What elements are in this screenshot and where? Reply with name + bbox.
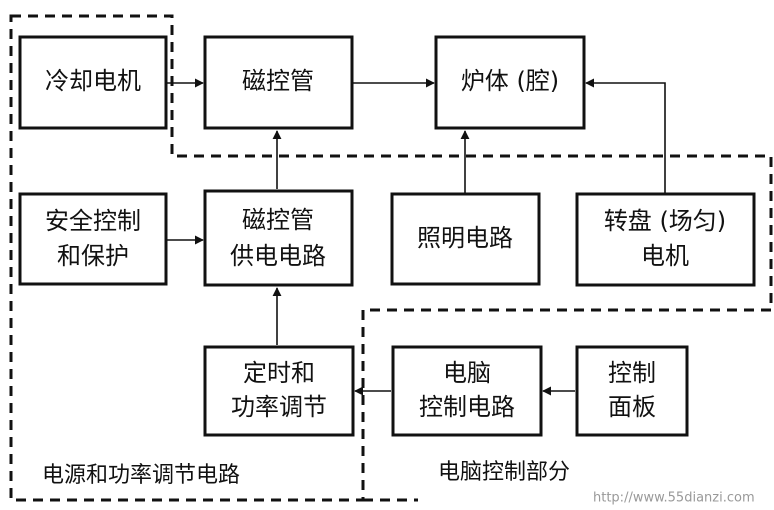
- block-cooling-motor: 冷却电机: [18, 35, 168, 130]
- block-turntable-motor-label-line2: 电机: [641, 242, 689, 270]
- block-computer-control-label-line2: 控制电路: [419, 393, 515, 421]
- block-control-panel: 控制 面板: [575, 345, 689, 437]
- block-magnetron-label: 磁控管: [242, 67, 314, 95]
- block-computer-control-label-line1: 电脑: [443, 359, 491, 387]
- block-oven-cavity-label: 炉体 (腔): [461, 67, 559, 95]
- computer-section-boundary: [361, 310, 418, 502]
- block-lighting: 照明电路: [390, 192, 541, 286]
- block-magnetron-power: 磁控管 供电电路: [203, 189, 354, 287]
- block-timer-power: 定时和 功率调节: [203, 345, 355, 437]
- block-turntable-motor: 转盘 (场匀) 电机: [575, 192, 756, 287]
- power-section-label: 电源和功率调节电路: [42, 463, 240, 488]
- block-safety-label-line1: 安全控制: [45, 207, 141, 235]
- block-turntable-motor-label-line1: 转盘 (场匀): [604, 207, 726, 235]
- block-lighting-label: 照明电路: [417, 224, 513, 252]
- block-magnetron: 磁控管: [203, 35, 354, 130]
- block-timer-power-label-line2: 功率调节: [231, 393, 327, 421]
- block-magnetron-power-label-line1: 磁控管: [242, 206, 314, 234]
- computer-section-label: 电脑控制部分: [438, 460, 570, 485]
- power-section-boundary: [9, 14, 773, 502]
- block-timer-power-label-line1: 定时和: [243, 359, 315, 387]
- block-computer-control: 电脑 控制电路: [391, 345, 543, 437]
- block-control-panel-label-line1: 控制: [608, 359, 656, 387]
- block-cooling-motor-label: 冷却电机: [45, 67, 141, 95]
- block-oven-cavity: 炉体 (腔): [434, 35, 586, 130]
- block-safety: 安全控制 和保护: [18, 192, 168, 286]
- arrow-turntable-to-cavity: [585, 78, 666, 194]
- block-control-panel-label-line2: 面板: [608, 393, 656, 421]
- block-magnetron-power-label-line2: 供电电路: [230, 242, 326, 270]
- watermark: http://www.55dianzi.com: [593, 491, 755, 506]
- block-safety-label-line2: 和保护: [57, 242, 129, 270]
